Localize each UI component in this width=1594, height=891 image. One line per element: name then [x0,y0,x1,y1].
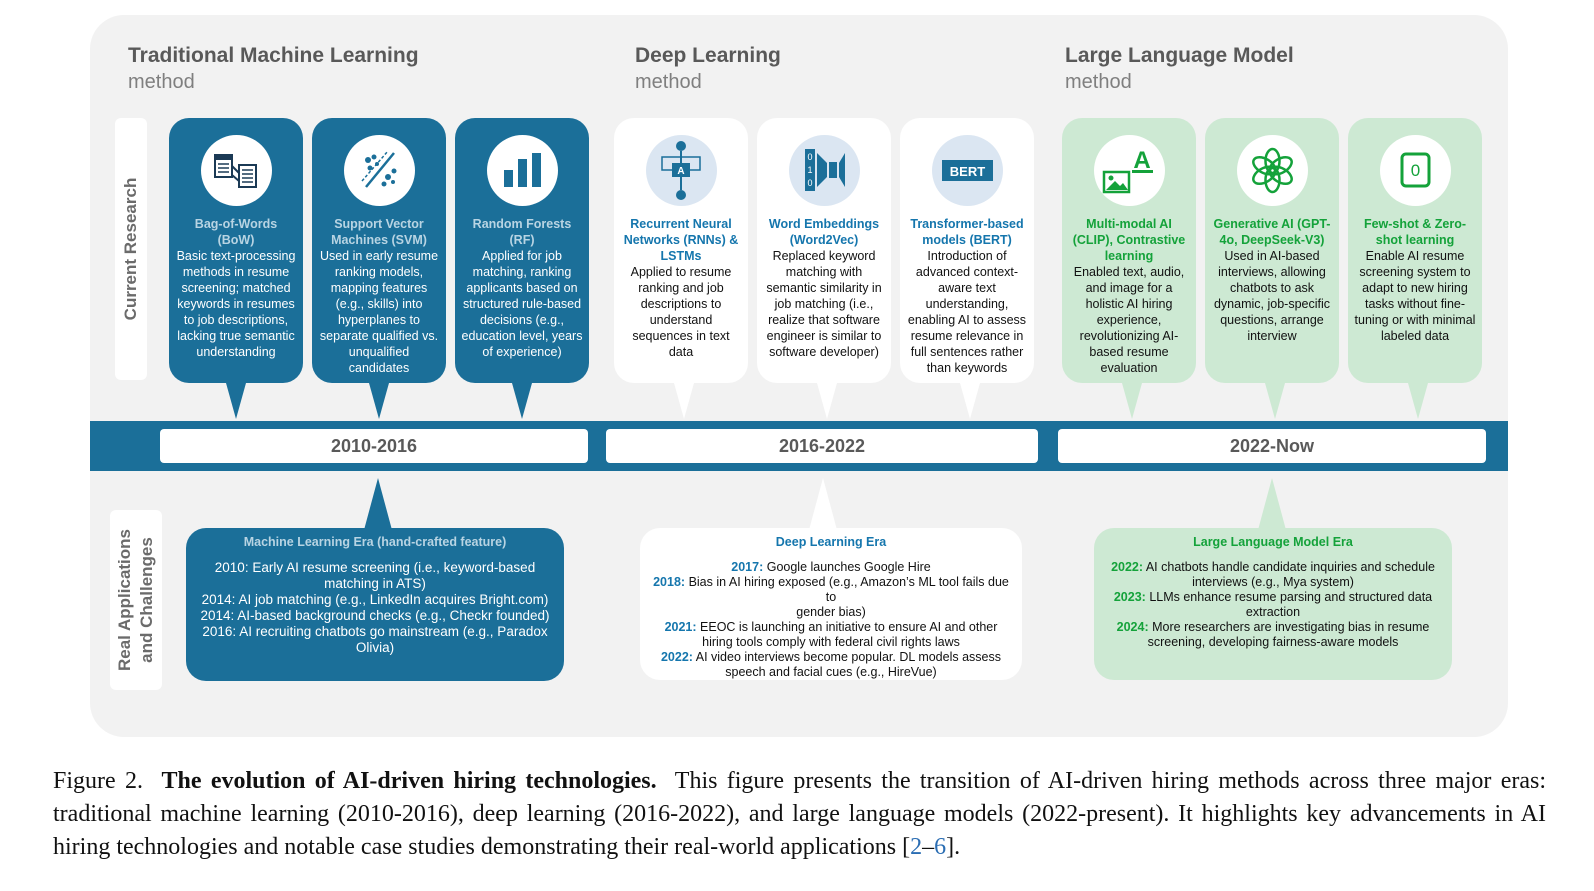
text-image-icon: A [1094,135,1165,206]
card-description: Introduction of advanced context- aware … [907,249,1027,375]
application-item: 2014: AI job matching (e.g., LinkedIn ac… [201,592,549,607]
bar-chart-icon [487,135,558,206]
card-pointer [512,383,532,419]
card-pointer [1408,383,1428,419]
application-box-deep-learning: Deep Learning Era 2017: Google launches … [640,528,1022,680]
application-item: 2021: EEOC is launching an initiative to… [664,620,998,649]
application-heading: Large Language Model Era [1193,535,1353,549]
caption-text: This figure presents the transition of A… [53,768,1546,860]
card-title: Word Embeddings (Word2Vec) [768,217,880,247]
side-label-real-line1: Real Applications [115,528,134,672]
figure-caption: Figure 2. The evolution of AI-driven hir… [53,765,1546,864]
card-multimodal: A Multi-modal AI (CLIP), Contrastive lea… [1062,118,1196,383]
card-rnn-lstm: A Recurrent Neural Networks (RNNs) & LST… [614,118,748,383]
side-label-real-text: Real Applications and Challenges [114,529,158,671]
card-pointer [226,383,246,419]
era-title-dl: Deep Learning [635,44,781,67]
card-pointer [674,383,694,419]
openai-logo-icon [1237,135,1308,206]
zero-shot-icon-text: 0 [1411,161,1420,180]
side-label-real-line2: and Challenges [137,537,156,663]
timeline-period-2022-now: 2022-Now [1058,429,1486,463]
application-item: 2018: Bias in AI hiring exposed (e.g., A… [653,575,1009,619]
svg-text:A: A [677,166,684,177]
caption-reference-link[interactable]: 2 [910,834,923,860]
side-label-current-text: Current Research [121,177,140,321]
card-bert: BERT Transformer-based models (BERT) Int… [900,118,1034,383]
application-heading: Deep Learning Era [775,535,887,549]
card-description: Used in AI-based interviews, allowing ch… [1213,249,1330,343]
application-item: 2014: AI-based background checks (e.g., … [200,608,550,623]
application-heading: Machine Learning Era (hand-crafted featu… [243,535,507,549]
card-title: Few-shot & Zero- shot learning [1363,217,1467,247]
bert-icon-text: BERT [950,164,985,179]
bert-icon: BERT [932,135,1003,206]
card-title: Support Vector Machines (SVM) [331,217,427,247]
caption-reference-dash: – [922,834,935,860]
svg-text:0: 0 [807,152,812,162]
side-label-current-research: Current Research [115,118,147,380]
application-item: 2017: Google launches Google Hire [731,560,931,574]
side-label-real-applications: Real Applications and Challenges [110,510,162,690]
application-item: 2010: Early AI resume screening (i.e., k… [214,560,536,591]
era-subtitle-dl: method [635,71,702,93]
card-description: Applied to resume ranking and job descri… [630,265,732,359]
card-description: Applied for job matching, ranking applic… [461,249,583,359]
card-title: Random Forests (RF) [472,217,572,247]
era-subtitle-llm: method [1065,71,1132,93]
scatter-separation-icon [344,135,415,206]
card-title: Transformer-based models (BERT) [910,217,1024,247]
application-box-large-language-model: Large Language Model Era 2022: AI chatbo… [1094,528,1452,680]
card-few-shot: 0 Few-shot & Zero- shot learning Enable … [1348,118,1482,383]
application-item: 2024: More researchers are investigating… [1116,620,1430,649]
word-embedding-icon: 0 1 0 [789,135,860,206]
application-item: 2022: AI chatbots handle candidate inqui… [1111,560,1435,589]
card-title: Bag-of-Words (BoW) [194,217,278,247]
document-comparison-icon [201,135,272,206]
card-title: Multi-modal AI (CLIP), Contrastive learn… [1072,217,1186,263]
card-svm: Support Vector Machines (SVM) Used in ea… [312,118,446,383]
application-pointer [364,478,392,530]
card-pointer [1122,383,1142,419]
application-item: 2016: AI recruiting chatbots go mainstre… [202,624,548,655]
application-pointer [809,478,837,530]
svg-text:1: 1 [807,165,812,175]
card-title: Recurrent Neural Networks (RNNs) & LSTMs [623,217,739,263]
application-pointer [1258,478,1286,530]
caption-end: ]. [946,834,961,860]
application-item: 2022: AI video interviews become popular… [660,650,1001,679]
application-box-machine-learning: Machine Learning Era (hand-crafted featu… [186,528,564,681]
card-pointer [817,383,837,419]
card-description: Basic text-processing methods in resume … [176,249,296,359]
card-word2vec: 0 1 0 Word Embeddings (Word2Vec) Replace… [757,118,891,383]
era-subtitle-tml: method [128,71,195,93]
card-description: Replaced keyword matching with semantic … [766,249,882,359]
card-description: Enabled text, audio, and image for a hol… [1073,265,1185,375]
card-bag-of-words: Bag-of-Words (BoW) Basic text-processing… [169,118,303,383]
card-title: Generative AI (GPT- 4o, DeepSeek-V3) [1213,217,1331,247]
recurrent-network-icon: A [646,135,717,206]
svg-text:0: 0 [807,178,812,188]
caption-label: Figure 2. [53,768,143,794]
application-item: 2023: LLMs enhance resume parsing and st… [1113,590,1433,619]
card-random-forests: Random Forests (RF) Applied for job matc… [455,118,589,383]
card-pointer [1265,383,1285,419]
card-pointer [960,383,980,419]
text-image-icon-letter: A [1133,147,1150,174]
caption-title: The evolution of AI-driven hiring techno… [161,768,657,794]
card-description: Used in early resume ranking models, map… [319,249,439,375]
card-generative-ai: Generative AI (GPT- 4o, DeepSeek-V3) Use… [1205,118,1339,383]
caption-reference-link[interactable]: 6 [934,834,947,860]
card-pointer [369,383,389,419]
timeline-period-2010-2016: 2010-2016 [160,429,588,463]
zero-shot-icon: 0 [1380,135,1451,206]
card-description: Enable AI resume screening system to ada… [1354,249,1476,343]
timeline-period-2016-2022: 2016-2022 [606,429,1038,463]
era-title-tml: Traditional Machine Learning [128,44,419,67]
era-title-llm: Large Language Model [1065,44,1294,67]
